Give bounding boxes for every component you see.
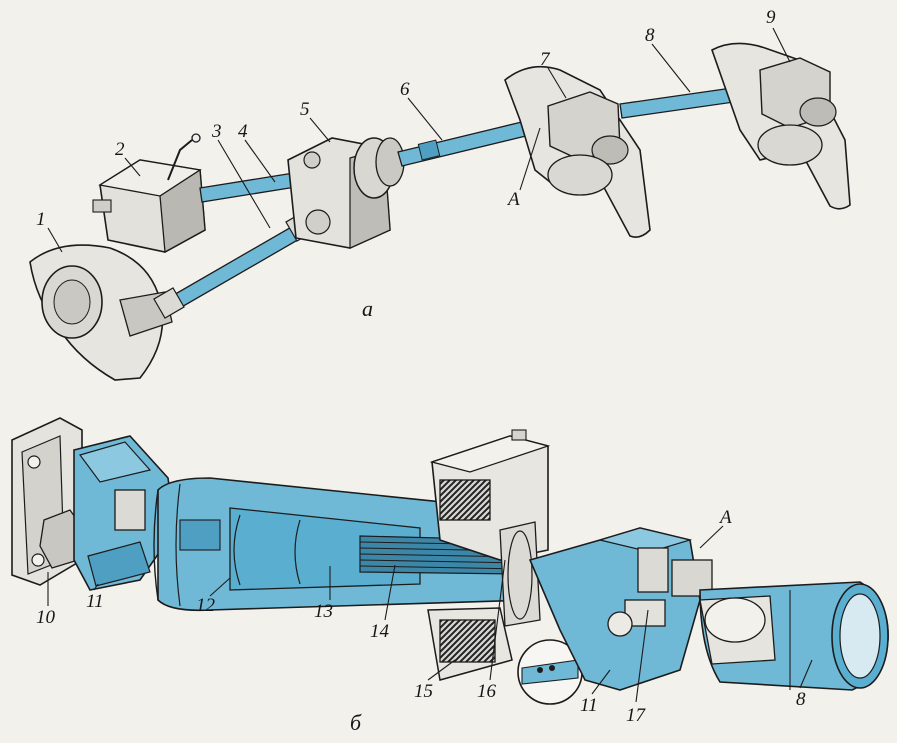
label-part-12: 12 xyxy=(196,595,215,616)
label-part-11-left: 11 xyxy=(86,591,104,612)
label-part-5: 5 xyxy=(300,99,310,120)
label-part-3: 3 xyxy=(212,121,222,142)
part-11-yoke-left xyxy=(73,435,176,591)
label-part-8: 8 xyxy=(645,25,655,46)
part-10-flange xyxy=(11,417,85,586)
label-part-14: 14 xyxy=(370,621,389,642)
panel-b-caption: б xyxy=(350,710,362,735)
label-part-1: 1 xyxy=(36,209,46,230)
part-16-bearing xyxy=(499,521,541,627)
part-2-gearbox xyxy=(92,133,206,254)
part-1-front-axle-hub xyxy=(29,244,173,381)
label-part-7: 7 xyxy=(540,49,550,70)
label-part-9: 9 xyxy=(766,7,776,28)
label-part-8-tube: 8 xyxy=(796,689,806,710)
part-17-cross-joint xyxy=(607,547,713,637)
panel-a-caption: а xyxy=(362,296,373,321)
label-part-17: 17 xyxy=(626,705,645,726)
part-7-middle-axle xyxy=(504,65,651,238)
label-detail-a: A xyxy=(508,189,520,210)
label-part-4: 4 xyxy=(238,121,248,142)
part-8-tube xyxy=(699,581,889,691)
label-part-10: 10 xyxy=(36,607,55,628)
label-part-11-right: 11 xyxy=(580,695,598,716)
label-part-15: 15 xyxy=(414,681,433,702)
label-part-6: 6 xyxy=(400,79,410,100)
part-4-shaft xyxy=(199,171,303,203)
panel-a-drawing xyxy=(29,42,851,381)
part-6-shaft xyxy=(397,119,535,167)
panel-b-drawing xyxy=(11,417,889,705)
label-part-13: 13 xyxy=(314,601,333,622)
part-15-rubber-cushion xyxy=(427,607,513,681)
leader-lines xyxy=(47,27,813,703)
part-9-rear-axle xyxy=(711,42,851,210)
label-part-16: 16 xyxy=(477,681,496,702)
label-part-2: 2 xyxy=(115,139,125,160)
parking-brake-drum xyxy=(353,137,405,199)
detail-a-inset xyxy=(517,639,583,705)
label-detail-a-b: A xyxy=(720,507,732,528)
